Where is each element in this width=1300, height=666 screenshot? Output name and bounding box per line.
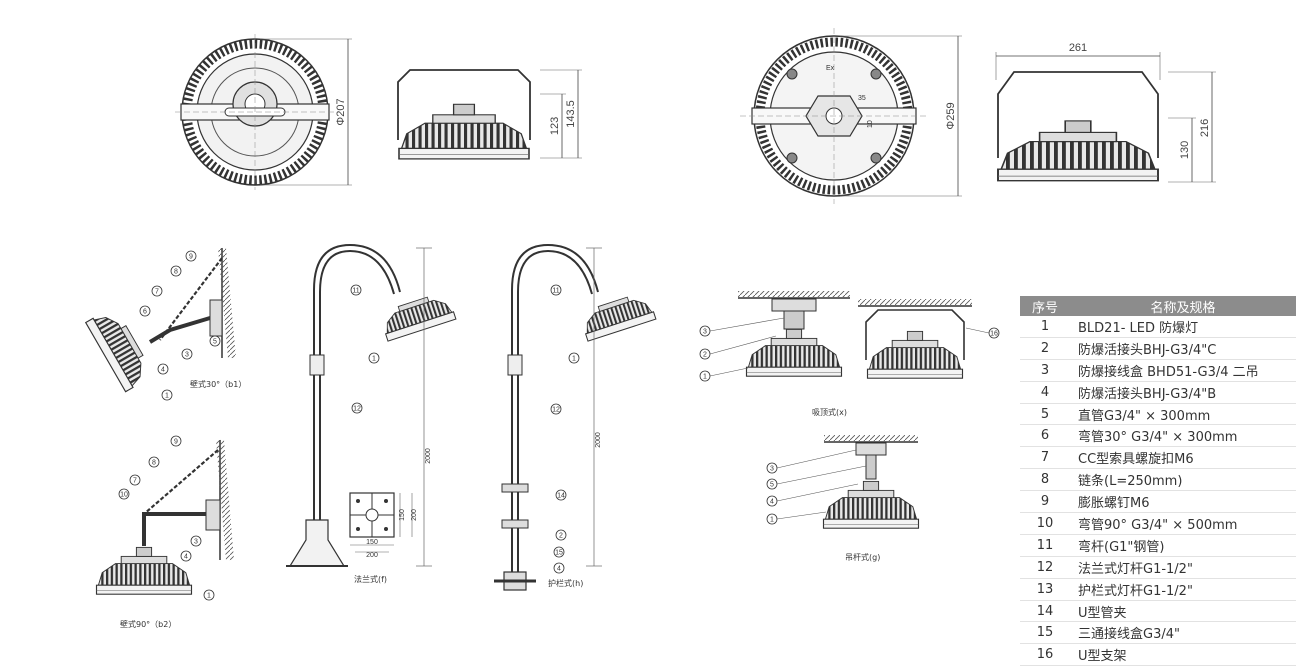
svg-text:16: 16	[990, 331, 998, 338]
svg-text:12: 12	[353, 406, 361, 413]
svg-text:7: 7	[133, 478, 137, 485]
side-view-large-lamp: 261 130 216	[995, 42, 1216, 183]
svg-text:10: 10	[120, 492, 128, 499]
svg-text:5: 5	[770, 482, 774, 489]
svg-text:1: 1	[207, 593, 211, 600]
caption-g: 吊杆式(g)	[845, 552, 880, 562]
svg-text:3: 3	[185, 352, 189, 359]
svg-text:8: 8	[174, 269, 178, 276]
dim-h130: 130	[1179, 141, 1191, 159]
svg-text:2: 2	[703, 352, 707, 359]
dim-d10: 10	[867, 120, 874, 128]
svg-text:3: 3	[194, 539, 198, 546]
svg-text:3: 3	[703, 329, 707, 336]
svg-text:200: 200	[411, 509, 418, 521]
svg-text:7: 7	[155, 289, 159, 296]
svg-text:4: 4	[161, 367, 165, 374]
svg-text:11: 11	[352, 288, 359, 295]
flange-pole: 2000 11 1 12 150 200 150 200 法兰式(f)	[286, 243, 457, 584]
svg-text:1: 1	[372, 356, 376, 363]
side-view-small-lamp: 123 143.5	[397, 69, 582, 160]
svg-text:6: 6	[143, 309, 147, 316]
dim-d35: 35	[858, 95, 866, 102]
svg-text:2: 2	[559, 533, 563, 540]
parts-table-header: 序号 名称及规格	[1020, 296, 1296, 316]
dim-h143-5: 143.5	[565, 100, 577, 128]
svg-text:9: 9	[189, 254, 193, 261]
dim-d259: Φ259	[945, 102, 957, 129]
top-view-small-lamp: Φ207	[175, 34, 352, 190]
svg-text:5: 5	[213, 339, 217, 346]
svg-text:1: 1	[703, 374, 707, 381]
dim-d207: Φ207	[335, 98, 347, 125]
ex-mark: Ex	[826, 65, 835, 72]
guardrail-pole: 2000 11 1 12 14 2 15 4 护栏式(h)	[494, 243, 657, 591]
svg-text:4: 4	[184, 554, 188, 561]
caption-f: 法兰式(f)	[354, 574, 387, 584]
svg-text:1: 1	[572, 356, 576, 363]
header-no: 序号	[1020, 296, 1070, 316]
caption-h: 护栏式(h)	[548, 578, 583, 588]
svg-text:1: 1	[165, 393, 169, 400]
svg-text:200: 200	[366, 552, 378, 559]
svg-text:15: 15	[555, 550, 563, 557]
header-name: 名称及规格	[1070, 296, 1296, 316]
svg-text:9: 9	[174, 439, 178, 446]
svg-text:4: 4	[770, 499, 774, 506]
callouts-b1: 9 8 7 6 5 3 4 1	[139, 250, 221, 401]
caption-x: 吸顶式(x)	[812, 407, 847, 417]
svg-text:4: 4	[557, 566, 561, 573]
svg-text:150: 150	[399, 509, 406, 521]
flange-plate: 150 200 150 200	[349, 492, 418, 559]
callouts-b2: 9 8 7 10 3 4 1	[118, 435, 215, 601]
svg-text:150: 150	[366, 539, 378, 546]
top-view-large-lamp: Ex 35 10 Φ259	[740, 28, 962, 204]
dim-h123: 123	[549, 117, 561, 135]
dim-w261: 261	[1069, 42, 1087, 54]
dim-2000-h: 2000	[595, 432, 602, 448]
wall-mount-90: 9 8 7 10 3 4 1 壁式90°（b2）	[95, 435, 234, 629]
svg-text:1: 1	[770, 517, 774, 524]
dim-2000-f: 2000	[425, 448, 432, 464]
ceiling-mount: 3 2 1 16 吸顶式(x)	[699, 291, 1000, 417]
caption-b2: 壁式90°（b2）	[120, 619, 176, 629]
wall-mount-30: 9 8 7 6 5 3 4 1 壁式30°（b1）	[85, 247, 246, 401]
pendant-mount: 3 5 4 1 吊杆式(g)	[766, 435, 920, 562]
caption-b1: 壁式30°（b1）	[190, 379, 246, 389]
dim-h216: 216	[1199, 119, 1211, 137]
svg-text:3: 3	[770, 466, 774, 473]
svg-text:11: 11	[552, 288, 559, 295]
svg-text:12: 12	[552, 407, 560, 414]
svg-text:14: 14	[557, 493, 565, 500]
svg-text:8: 8	[152, 460, 156, 467]
